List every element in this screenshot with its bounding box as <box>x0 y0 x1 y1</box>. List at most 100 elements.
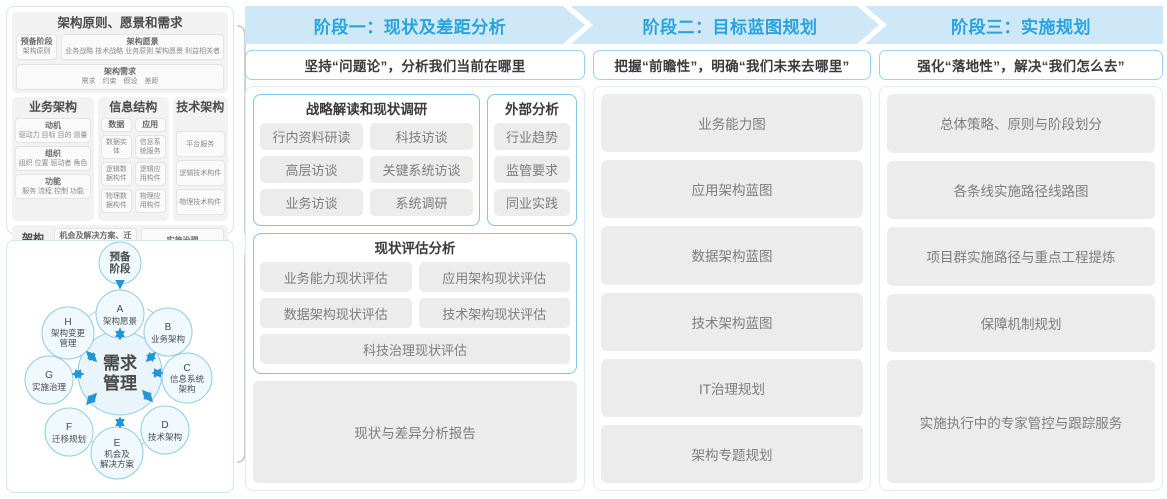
adm-node-b-letter: B <box>165 322 172 333</box>
adm-node-h[interactable] <box>41 306 95 360</box>
adm-node-g-letter: G <box>45 370 53 381</box>
prelim-text: 架构原则 <box>22 48 51 55</box>
application-subcolumn: 应用 信息系统服务 逻辑应用构件 物理应用构件 <box>134 118 166 216</box>
chip-item[interactable]: 关键系统访谈 <box>370 156 473 183</box>
chip-item[interactable]: 数据架构现状评估 <box>260 298 412 328</box>
phase-2-band <box>571 6 879 44</box>
tech-cell-text: 逻辑技术构件 <box>179 169 222 177</box>
chip-item[interactable]: 应用架构现状评估 <box>418 262 570 292</box>
subcol-cell-text: 逻辑应用构件 <box>139 166 161 182</box>
cell-header: 功能 <box>45 177 61 186</box>
deliverable-item[interactable]: 技术架构蓝图 <box>601 292 863 351</box>
subcol-cell-text: 数据实体 <box>105 139 127 155</box>
adm-cycle-diagram: 需求 管理 预备 阶段 A 架构愿景 B 业务架构 C 信息系统 架构 <box>24 241 213 480</box>
cell-text: 驱动力 目标 目的 测量 <box>18 132 88 139</box>
section-title: 架构原则、愿景和需求 <box>57 16 183 30</box>
adm-center-label-2: 管理 <box>103 373 137 393</box>
deliverable-item[interactable]: 架构专题规划 <box>601 424 863 484</box>
data-subcolumn: 数据 数据实体 逻辑数据构件 物理数据构件 <box>101 118 132 216</box>
deliverable-item[interactable]: 数据架构蓝图 <box>601 226 863 285</box>
subcol-header-cell: 应用 <box>134 118 166 132</box>
requirements-header: 架构需求 <box>104 67 136 76</box>
deliverable-item[interactable]: 总体策略、原则与阶段划分 <box>887 94 1155 153</box>
deliverable-item[interactable]: 项目群实施路径与重点工程提炼 <box>887 227 1155 286</box>
adm-node-e-label-1: 机会及 <box>104 449 130 459</box>
phase-2-header: 阶段二：目标蓝图规划 <box>642 17 818 37</box>
phase-1-top-row: 战略解读和现状调研 行内资料研读 科技访谈 高层访谈 关键系统访谈 业务访谈 系… <box>253 94 577 226</box>
adm-node-c[interactable] <box>161 352 213 404</box>
tech-cell: 物理技术构件 <box>175 189 225 215</box>
subcol-cell: 物理应用构件 <box>134 189 166 213</box>
adm-node-h-label-1: 架构变更 <box>51 328 86 338</box>
subcol-header: 应用 <box>142 120 159 129</box>
subcol-cell: 数据实体 <box>101 135 132 159</box>
subcol-cell-text: 信息系统服务 <box>139 139 161 155</box>
group-title: 外部分析 <box>505 102 559 117</box>
deliverable-item[interactable]: 实施执行中的专家管控与跟踪服务 <box>887 360 1155 484</box>
adm-node-c-label-2: 架构 <box>178 384 195 394</box>
tech-cell-text: 物理技术构件 <box>179 198 222 206</box>
adm-cycle-card: 需求 管理 预备 阶段 A 架构愿景 B 业务架构 C 信息系统 架构 <box>6 240 234 493</box>
phase-columns: 阶段一：现状及差距分析 阶段二：目标蓝图规划 阶段三：实施规划 坚持“问题论”，… <box>245 6 1163 493</box>
cell-header: 动机 <box>45 121 61 130</box>
cell-text: 服务 流程 控制 功能 <box>22 188 84 195</box>
chip-item[interactable]: 科技治理现状评估 <box>260 334 570 364</box>
adm-node-d[interactable] <box>140 405 190 455</box>
chip-item[interactable]: 技术架构现状评估 <box>418 298 570 328</box>
current-state-assessment-group: 现状评估分析 业务能力现状评估 应用架构现状评估 数据架构现状评估 技术架构现状… <box>253 233 577 374</box>
deliverable-item[interactable]: 应用架构蓝图 <box>601 160 863 219</box>
chip-item[interactable]: 行业趋势 <box>494 123 570 150</box>
cell-header: 组织 <box>45 149 61 158</box>
group-title: 现状评估分析 <box>374 241 456 256</box>
subcol-header: 数据 <box>108 120 125 129</box>
tech-cell: 平台服务 <box>175 131 225 157</box>
subcol-header-cell: 数据 <box>101 118 132 132</box>
phase-2-column: 把握“前瞻性”，明确“我们未来去哪里” 业务能力图 应用架构蓝图 数据架构蓝图 … <box>593 50 871 499</box>
adm-node-h-label-2: 管理 <box>59 338 77 348</box>
adm-node-b[interactable] <box>143 307 193 357</box>
phase-3-subtitle: 强化“落地性”，解决“我们怎么去” <box>879 50 1163 80</box>
cell-text: 组织 位置 驱动者 角色 <box>18 160 88 167</box>
adm-node-h-letter: H <box>64 317 71 328</box>
architecture-principles-section: 架构原则、愿景和需求 预备阶段 架构原则 架构愿景 业务战略 技术战略 业务原则… <box>12 12 228 93</box>
phase-1-header: 阶段一：现状及差距分析 <box>313 17 507 37</box>
vision-header: 架构愿景 <box>126 37 159 46</box>
phase-3-header: 阶段三：实施规划 <box>951 17 1091 37</box>
chip-item[interactable]: 同业实践 <box>494 189 570 216</box>
adm-node-e-label-2: 解决方案 <box>100 459 135 469</box>
chip-item[interactable]: 高层访谈 <box>260 156 363 183</box>
chip-item[interactable]: 系统调研 <box>370 189 473 216</box>
chip-item[interactable]: 业务访谈 <box>260 189 363 216</box>
adm-node-b-label: 业务架构 <box>151 334 185 344</box>
adm-node-g[interactable] <box>24 355 74 405</box>
deliverable-item[interactable]: 业务能力图 <box>601 94 863 153</box>
column-title: 技术架构 <box>176 100 225 114</box>
adm-center-label-1: 需求 <box>103 353 137 373</box>
phase-header-band <box>245 6 1163 44</box>
prelim-box: 预备阶段 架构原则 <box>16 34 58 60</box>
vision-box: 架构愿景 业务战略 技术战略 业务原则 架构愿景 利益相关者 <box>61 34 224 60</box>
chip-item[interactable]: 科技访谈 <box>370 123 473 150</box>
adm-node-f[interactable] <box>44 407 94 457</box>
adm-node-f-label: 迁移规划 <box>52 434 86 444</box>
adm-node-c-letter: C <box>183 363 190 374</box>
phase-1-footer-report[interactable]: 现状与差异分析报告 <box>253 381 577 483</box>
phase-3-body: 总体策略、原则与阶段划分 各条线实施路径线路图 项目群实施路径与重点工程提炼 保… <box>879 86 1163 491</box>
adm-arrows <box>71 280 164 429</box>
deliverable-item[interactable]: IT治理规划 <box>601 358 863 417</box>
adm-node-a-label: 架构愿景 <box>103 316 137 326</box>
information-structure-column: 信息结构 数据 数据实体 逻辑数据构件 <box>98 97 169 221</box>
deliverable-item[interactable]: 保障机制规划 <box>887 293 1155 353</box>
technology-architecture-column: 技术架构 平台服务 逻辑技术构件 物理技术构件 <box>172 97 228 221</box>
chip-item[interactable]: 监管要求 <box>494 156 570 183</box>
chip-item[interactable]: 业务能力现状评估 <box>260 262 412 292</box>
prelim-header: 预备阶段 <box>20 37 53 46</box>
phase-1-column: 坚持“问题论”，分析我们当前在哪里 战略解读和现状调研 行内资料研读 科技访谈 … <box>245 50 585 499</box>
adm-prelim-label-2: 阶段 <box>110 262 131 275</box>
deliverable-item[interactable]: 各条线实施路径线路图 <box>887 160 1155 220</box>
subcol-cell: 物理数据构件 <box>101 189 132 213</box>
adm-node-c-label-1: 信息系统 <box>170 374 205 384</box>
subcol-cell: 逻辑应用构件 <box>134 162 166 186</box>
chip-item[interactable]: 行内资料研读 <box>260 123 363 150</box>
